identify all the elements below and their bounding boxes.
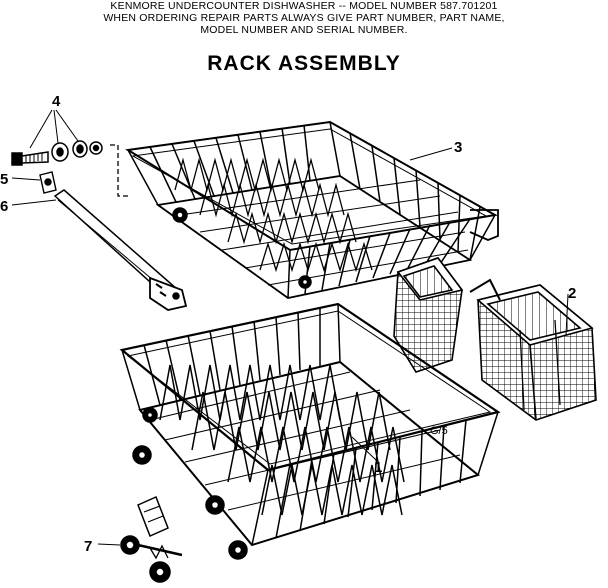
part-7-wheel-assembly xyxy=(97,495,183,583)
callout-4: 4 xyxy=(52,93,61,110)
header-line-1: KENMORE UNDERCOUNTER DISHWASHER -- MODEL… xyxy=(110,0,498,12)
callout-3: 3 xyxy=(454,139,462,156)
silverware-basket xyxy=(393,257,597,421)
part-6-rail xyxy=(11,189,188,311)
page-title: RACK ASSEMBLY xyxy=(207,52,401,75)
header-line-3: MODEL NUMBER AND SERIAL NUMBER. xyxy=(200,24,408,36)
part-4-hardware xyxy=(11,109,103,166)
callout-7: 7 xyxy=(84,538,92,555)
callout-5: 5 xyxy=(0,171,8,188)
callout-1: 1 xyxy=(374,459,382,476)
figure-code: G/5 xyxy=(430,425,448,437)
header-line-2: WHEN ORDERING REPAIR PARTS ALWAYS GIVE P… xyxy=(103,12,505,24)
leader-lines xyxy=(351,147,569,461)
callout-2: 2 xyxy=(568,285,576,302)
part-5-clip xyxy=(11,171,57,194)
dashed-bracket xyxy=(110,144,128,197)
header: KENMORE UNDERCOUNTER DISHWASHER -- MODEL… xyxy=(0,0,608,36)
callout-6: 6 xyxy=(0,198,8,215)
upper-rack xyxy=(125,120,499,299)
lower-rack xyxy=(119,302,501,560)
